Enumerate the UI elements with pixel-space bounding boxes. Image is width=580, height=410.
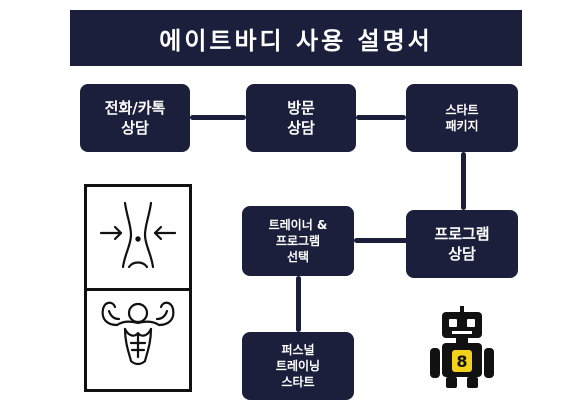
step-label-line: 선택 — [286, 250, 310, 265]
connector-visit-start — [356, 115, 406, 120]
step-label-line: 프로그램 — [275, 233, 321, 248]
connector-start-program — [461, 152, 466, 210]
figure-divider — [87, 288, 189, 291]
step-label-line: 프로그램 — [434, 224, 490, 243]
step-label-line: 상담 — [448, 245, 476, 263]
step-label-line: 퍼스널 — [281, 342, 315, 357]
step-label-line: 방문 — [287, 98, 315, 117]
step-label-line: 스타트 — [445, 102, 479, 117]
body-transformation-figure — [84, 184, 192, 392]
connector-call-visit — [190, 115, 246, 120]
step-label-line: 전화/카톡 — [104, 98, 166, 117]
step-call-kakao-consult: 전화/카톡 상담 — [80, 84, 190, 152]
step-label-line: 상담 — [121, 119, 149, 137]
step-start-package: 스타트 패키지 — [406, 84, 518, 152]
step-trainer-program-select: 트레이너 & 프로그램 선택 — [242, 206, 354, 276]
step-label-line: 트레이너 & — [268, 217, 328, 232]
step-visit-consult: 방문 상담 — [246, 84, 356, 152]
robot-mascot-icon: 8 — [430, 306, 494, 388]
step-personal-training-start: 퍼스널 트레이닝 스타트 — [242, 332, 354, 400]
connector-program-select — [354, 238, 408, 243]
step-label-line: 상담 — [287, 119, 315, 137]
page-title: 에이트바디 사용 설명서 — [70, 10, 522, 66]
step-label-line: 패키지 — [445, 119, 479, 133]
connector-select-personal — [296, 276, 301, 332]
step-program-consult: 프로그램 상담 — [406, 210, 518, 278]
robot-badge-number: 8 — [456, 352, 467, 371]
step-label-line: 스타트 — [281, 375, 315, 390]
waist-slim-icon — [99, 201, 177, 269]
muscle-body-icon — [101, 301, 175, 366]
step-label-line: 트레이닝 — [275, 358, 321, 373]
